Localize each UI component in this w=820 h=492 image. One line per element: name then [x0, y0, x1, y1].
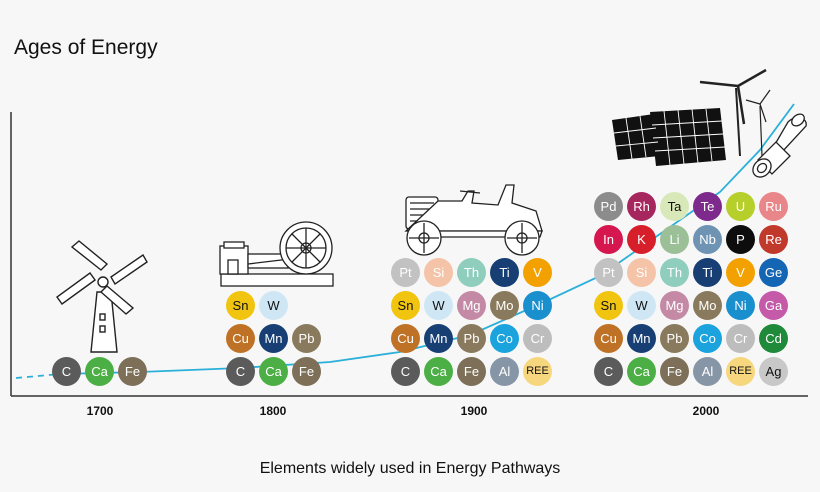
element-w-circle: W [424, 291, 453, 320]
element-fe-circle: Fe [457, 357, 486, 386]
element-ga-circle: Ga [759, 291, 788, 320]
element-ge-circle: Ge [759, 258, 788, 287]
element-si-circle: Si [424, 258, 453, 287]
element-mo-circle: Mo [490, 291, 519, 320]
element-pt-circle: Pt [594, 258, 623, 287]
element-th-circle: Th [457, 258, 486, 287]
element-ta-circle: Ta [660, 192, 689, 221]
element-cu-circle: Cu [594, 324, 623, 353]
element-c-circle: C [226, 357, 255, 386]
element-pt-circle: Pt [391, 258, 420, 287]
element-pd-circle: Pd [594, 192, 623, 221]
element-ca-circle: Ca [85, 357, 114, 386]
element-mo-circle: Mo [693, 291, 722, 320]
element-ti-circle: Ti [490, 258, 519, 287]
element-c-circle: C [391, 357, 420, 386]
element-cr-circle: Cr [726, 324, 755, 353]
element-ree-circle: REE [523, 357, 552, 386]
element-si-circle: Si [627, 258, 656, 287]
element-mn-circle: Mn [424, 324, 453, 353]
element-pb-circle: Pb [457, 324, 486, 353]
element-fe-circle: Fe [292, 357, 321, 386]
vintage-car-icon [404, 184, 543, 256]
year-label: 1800 [259, 404, 287, 418]
element-al-circle: Al [490, 357, 519, 386]
element-th-circle: Th [660, 258, 689, 287]
element-mn-circle: Mn [259, 324, 288, 353]
element-p-circle: P [726, 225, 755, 254]
element-ni-circle: Ni [523, 291, 552, 320]
element-re-circle: Re [759, 225, 788, 254]
year-label: 1900 [460, 404, 488, 418]
element-li-circle: Li [660, 225, 689, 254]
element-w-circle: W [259, 291, 288, 320]
element-fe-circle: Fe [660, 357, 689, 386]
element-c-circle: C [594, 357, 623, 386]
element-rh-circle: Rh [627, 192, 656, 221]
diagram-title: Ages of Energy [14, 36, 158, 59]
element-fe-circle: Fe [118, 357, 147, 386]
element-mn-circle: Mn [627, 324, 656, 353]
year-label: 2000 [692, 404, 720, 418]
element-ru-circle: Ru [759, 192, 788, 221]
element-cd-circle: Cd [759, 324, 788, 353]
element-pb-circle: Pb [292, 324, 321, 353]
element-ca-circle: Ca [424, 357, 453, 386]
diagram-caption: Elements widely used in Energy Pathways [259, 460, 561, 477]
element-te-circle: Te [693, 192, 722, 221]
windmill-icon [56, 240, 148, 353]
element-sn-circle: Sn [226, 291, 255, 320]
year-label: 1700 [86, 404, 114, 418]
element-sn-circle: Sn [391, 291, 420, 320]
element-c-circle: C [52, 357, 81, 386]
element-v-circle: V [726, 258, 755, 287]
element-ca-circle: Ca [627, 357, 656, 386]
element-ag-circle: Ag [759, 357, 788, 386]
element-al-circle: Al [693, 357, 722, 386]
element-pb-circle: Pb [660, 324, 689, 353]
element-nb-circle: Nb [693, 225, 722, 254]
element-w-circle: W [627, 291, 656, 320]
element-k-circle: K [627, 225, 656, 254]
element-ti-circle: Ti [693, 258, 722, 287]
exhaust-pipe-icon [752, 113, 807, 178]
element-mg-circle: Mg [660, 291, 689, 320]
element-cr-circle: Cr [523, 324, 552, 353]
steam-engine-icon [219, 221, 334, 287]
element-ca-circle: Ca [259, 357, 288, 386]
solar-panel-wind-turbine-icon [612, 68, 771, 166]
element-cu-circle: Cu [226, 324, 255, 353]
element-ree-circle: REE [726, 357, 755, 386]
element-co-circle: Co [693, 324, 722, 353]
element-v-circle: V [523, 258, 552, 287]
element-in-circle: In [594, 225, 623, 254]
element-u-circle: U [726, 192, 755, 221]
element-sn-circle: Sn [594, 291, 623, 320]
element-ni-circle: Ni [726, 291, 755, 320]
element-cu-circle: Cu [391, 324, 420, 353]
element-mg-circle: Mg [457, 291, 486, 320]
element-co-circle: Co [490, 324, 519, 353]
